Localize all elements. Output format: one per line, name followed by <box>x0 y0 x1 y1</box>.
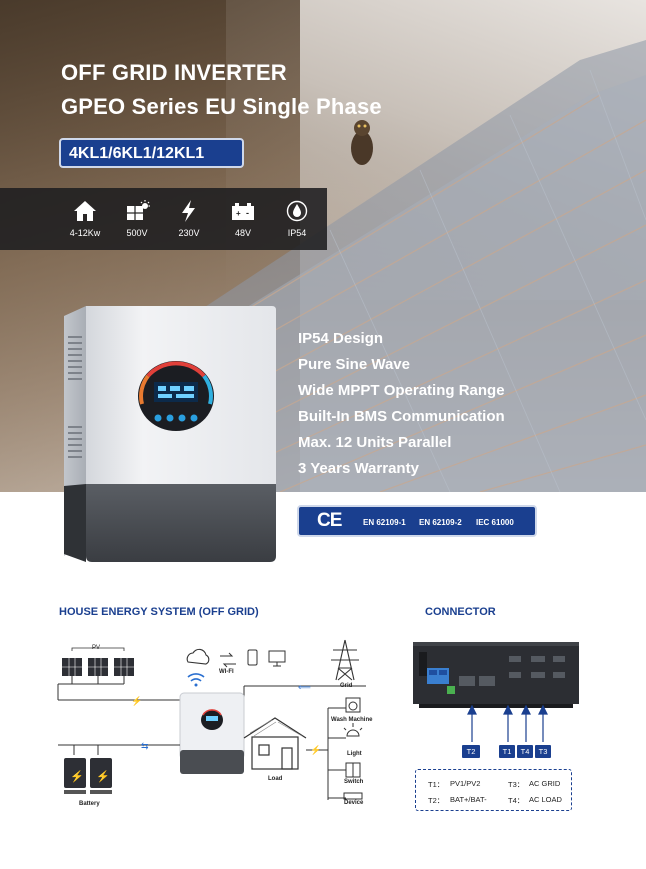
spec-bar: 4-12Kw 500V 230V <box>0 188 327 250</box>
spec-ac-voltage: 230V <box>164 188 214 250</box>
feature-item: 3 Years Warranty <box>298 460 419 477</box>
svg-text:⚡: ⚡ <box>310 744 321 756</box>
solar-panels-background <box>170 40 646 492</box>
legend-desc: AC LOAD <box>529 795 562 804</box>
switch-label: Switch <box>344 779 364 785</box>
battery-label: Battery <box>79 801 100 807</box>
svg-text:-: - <box>246 208 249 218</box>
svg-text:⚡: ⚡ <box>131 695 142 707</box>
feature-item: IP54 Design <box>298 330 384 347</box>
feature-item: Wide MPPT Operating Range <box>298 382 505 399</box>
title-line2: GPEO Series EU Single Phase <box>61 94 382 119</box>
svg-text:⚡: ⚡ <box>70 770 84 783</box>
legend-desc: PV1/PV2 <box>450 779 481 788</box>
certification-badge: CE EN 62109-1 EN 62109-2 IEC 61000 <box>297 505 537 537</box>
grid-tower-icon <box>331 639 359 681</box>
standard-label: EN 62109-2 <box>419 518 462 527</box>
wash-machine-icon <box>345 697 361 713</box>
spec-label: 230V <box>178 228 200 238</box>
connector-legend: T1： PV1/PV2 T3： AC GRID T2： BAT+/BAT- T4… <box>415 769 572 811</box>
house-icon <box>74 201 96 221</box>
model-badge: 4KL1/6KL1/12KL1 <box>59 138 244 168</box>
hero-banner: OFF GRID INVERTER GPEO Series EU Single … <box>0 0 646 492</box>
inverter-product-image <box>64 306 276 562</box>
legend-desc: AC GRID <box>529 779 561 788</box>
spec-power: 4-12Kw <box>60 188 110 250</box>
spec-battery-voltage: + - 48V <box>218 188 268 250</box>
load-label: Load <box>268 776 283 782</box>
battery-icon: + - <box>232 203 254 220</box>
device-icon <box>343 792 363 800</box>
connector-title: CONNECTOR <box>425 606 496 618</box>
connector-tag: T1 <box>499 745 515 758</box>
feature-item: Built-In BMS Communication <box>298 408 505 425</box>
standard-label: EN 62109-1 <box>363 518 406 527</box>
svg-text:+: + <box>236 209 241 218</box>
connector-tag: T2 <box>462 745 480 758</box>
svg-text:⚡: ⚡ <box>96 770 110 783</box>
wash-machine-label: Wash Machine <box>331 717 373 723</box>
connector-tag: T4 <box>517 745 533 758</box>
svg-text:⇆: ⇆ <box>141 741 149 751</box>
monitor-icon <box>268 650 286 663</box>
battery-pack-icon: ⚡⚡ <box>64 758 112 794</box>
legend-code: T2： <box>428 796 445 805</box>
feature-item: Max. 12 Units Parallel <box>298 434 452 451</box>
legend-desc: BAT+/BAT- <box>450 795 487 804</box>
spec-ip-rating: IP54 <box>272 188 322 250</box>
solar-panel-icon <box>127 200 150 220</box>
title-line1: OFF GRID INVERTER <box>61 60 287 85</box>
light-label: Light <box>347 751 362 757</box>
house-load-icon <box>243 717 307 770</box>
spec-label: 4-12Kw <box>69 228 101 238</box>
connector-panel-image <box>413 642 579 742</box>
water-drop-icon <box>286 200 308 222</box>
spec-pv-voltage: 500V <box>112 188 162 250</box>
lightning-icon <box>182 200 195 222</box>
ce-mark: CE <box>317 510 342 531</box>
spec-label: 48V <box>234 228 251 238</box>
light-icon <box>346 729 360 737</box>
standard-label: IEC 61000 <box>476 518 514 527</box>
spec-label: IP54 <box>287 228 307 238</box>
pv-panels-icon <box>62 647 134 684</box>
house-system-title: HOUSE ENERGY SYSTEM (OFF GRID) <box>59 606 259 618</box>
wifi-label: WI-FI <box>219 669 234 675</box>
svg-text:⟸: ⟸ <box>298 682 311 692</box>
connector-tag: T3 <box>535 745 551 758</box>
legend-code: T1： <box>428 780 445 789</box>
house-energy-diagram: ⚡ ⟸ ⇆ ⚡⚡ ⚡ <box>57 639 366 800</box>
wifi-icon <box>187 673 205 682</box>
cloud-icon <box>186 648 210 665</box>
legend-code: T4： <box>508 796 525 805</box>
pv-label: PV <box>92 645 101 651</box>
device-label: Device <box>344 800 364 806</box>
phone-icon <box>247 649 258 666</box>
spec-label: 500V <box>126 228 148 238</box>
legend-code: T3： <box>508 780 525 789</box>
feature-item: Pure Sine Wave <box>298 356 410 373</box>
sync-icon <box>220 652 236 668</box>
grid-label: Grid <box>340 683 353 689</box>
inverter-icon <box>179 692 245 774</box>
